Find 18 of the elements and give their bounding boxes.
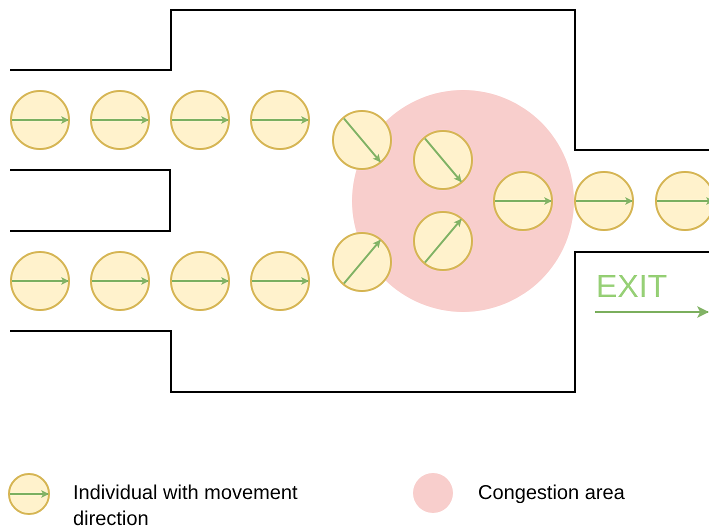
individual-marker — [413, 211, 473, 271]
individual-marker — [655, 171, 709, 231]
legend-label: Congestion area — [478, 481, 625, 506]
individual-marker — [574, 171, 634, 231]
individual-marker — [170, 90, 230, 150]
individual-marker — [332, 110, 392, 170]
individual-marker — [90, 90, 150, 150]
individual-marker — [332, 232, 392, 292]
individual-marker — [493, 171, 553, 231]
individual-marker — [10, 90, 70, 150]
individual-marker — [90, 251, 150, 311]
individual-marker — [250, 251, 310, 311]
individual-marker — [413, 130, 473, 190]
individual-marker — [170, 251, 230, 311]
individual-marker — [10, 251, 70, 311]
individual-marker — [250, 90, 310, 150]
legend-label: Individual with movement direction — [73, 481, 299, 532]
exit-label: EXIT — [596, 267, 668, 306]
